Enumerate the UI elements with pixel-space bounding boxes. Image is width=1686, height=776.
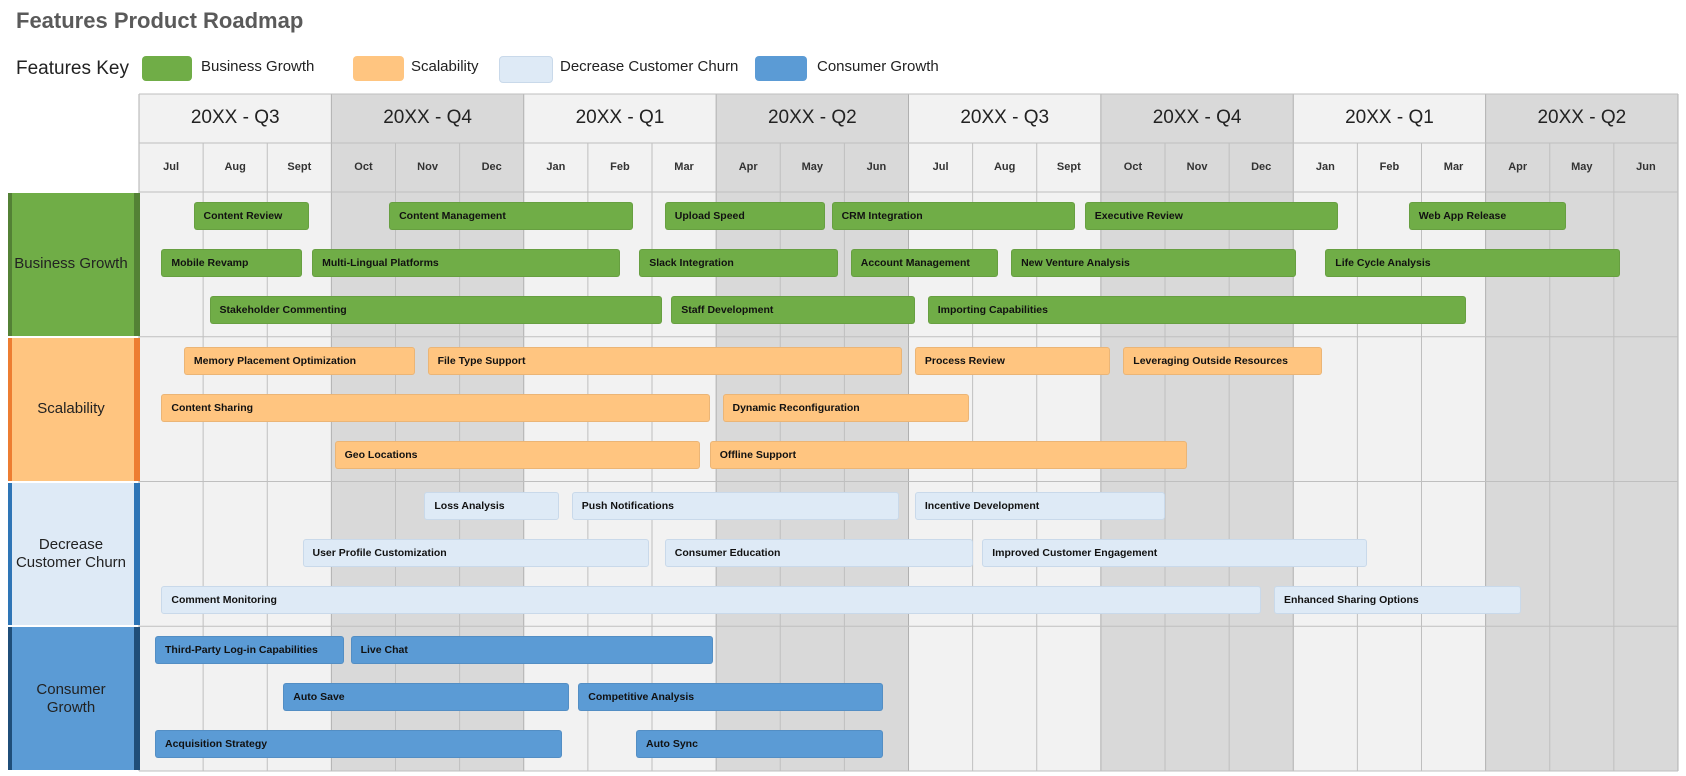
quarter-column xyxy=(1485,94,1678,771)
feature-bar: Enhanced Sharing Options xyxy=(1274,585,1521,614)
feature-bar: Multi-Lingual Platforms xyxy=(312,249,620,277)
month-header: Sept xyxy=(287,161,312,173)
month-header: Jan xyxy=(546,161,566,173)
feature-bar: User Profile Customization xyxy=(302,538,649,567)
category-label: Business Growth xyxy=(8,193,138,336)
feature-bar: File Type Support xyxy=(427,346,903,375)
quarter-column xyxy=(1293,94,1486,771)
category-label: Decrease Customer Churn xyxy=(8,482,138,626)
month-header: Dec xyxy=(1251,161,1272,173)
month-header: Jan xyxy=(1315,161,1335,173)
category-accent-bar xyxy=(134,627,140,770)
category-label: Consumer Growth xyxy=(8,627,138,770)
feature-bar: Improved Customer Engagement xyxy=(982,538,1367,567)
quarter-header: 20XX - Q3 xyxy=(960,107,1050,128)
page-title: Features Product Roadmap xyxy=(16,8,304,33)
feature-bar: Executive Review xyxy=(1084,202,1339,230)
feature-bar: Competitive Analysis xyxy=(578,683,883,712)
feature-bar: New Venture Analysis xyxy=(1011,249,1297,277)
feature-bar: Incentive Development xyxy=(914,491,1165,520)
feature-bar: Content Review xyxy=(193,202,309,230)
month-header: Mar xyxy=(1443,161,1464,173)
category-accent-bar xyxy=(134,193,140,336)
feature-bar: Importing Capabilities xyxy=(927,296,1467,324)
quarter-column xyxy=(523,94,717,771)
category-accent-bar xyxy=(134,482,140,626)
feature-bar: Geo Locations xyxy=(334,440,701,469)
quarter-column xyxy=(331,94,524,771)
month-header: May xyxy=(801,161,824,173)
feature-bar: Content Management xyxy=(389,202,633,230)
quarter-column xyxy=(1100,94,1294,771)
quarter-header: 20XX - Q2 xyxy=(767,107,857,128)
feature-bar: Upload Speed xyxy=(664,202,826,230)
feature-bar: Live Chat xyxy=(350,636,713,665)
features-key-label: Features Key xyxy=(16,58,129,79)
month-header: May xyxy=(1571,161,1593,173)
key-swatch-business-growth xyxy=(142,56,192,81)
quarter-header: 20XX - Q3 xyxy=(190,107,280,128)
feature-bar: Slack Integration xyxy=(639,249,838,277)
feature-bar: Comment Monitoring xyxy=(161,585,1262,614)
feature-bar: Push Notifications xyxy=(571,491,899,520)
key-label-consumer-growth: Consumer Growth xyxy=(817,58,939,75)
month-header: Nov xyxy=(417,161,438,173)
feature-bar: Leveraging Outside Resources xyxy=(1123,346,1323,375)
month-header: Oct xyxy=(354,161,373,173)
feature-bar: Auto Sync xyxy=(636,730,883,759)
quarter-column xyxy=(716,94,909,771)
month-header: Jul xyxy=(932,161,949,173)
month-header: Apr xyxy=(738,161,758,173)
month-header: Nov xyxy=(1186,161,1208,173)
quarter-header: 20XX - Q4 xyxy=(383,107,472,128)
month-header: Mar xyxy=(674,161,694,173)
feature-bar: Loss Analysis xyxy=(424,491,560,520)
feature-bar: Acquisition Strategy xyxy=(155,730,563,759)
key-swatch-consumer-growth xyxy=(755,56,807,81)
feature-bar: Memory Placement Optimization xyxy=(183,346,415,375)
month-header: Jun xyxy=(1636,161,1656,173)
key-label-scalability: Scalability xyxy=(411,58,479,75)
feature-bar: Mobile Revamp xyxy=(161,249,303,277)
month-header: Feb xyxy=(610,161,630,173)
feature-bar: Account Management xyxy=(850,249,999,277)
quarter-column xyxy=(908,94,1101,771)
feature-bar: Auto Save xyxy=(283,683,569,712)
feature-bar: Consumer Education xyxy=(664,538,973,567)
month-header: Aug xyxy=(993,161,1016,173)
key-swatch-decrease-churn xyxy=(499,56,553,83)
quarter-header: 20XX - Q1 xyxy=(575,107,665,128)
month-header: Dec xyxy=(481,161,502,173)
feature-bar: Dynamic Reconfiguration xyxy=(722,393,970,422)
feature-bar: Offline Support xyxy=(709,440,1188,469)
quarter-header: 20XX - Q1 xyxy=(1345,107,1434,128)
quarter-column xyxy=(139,94,332,771)
feature-bar: Process Review xyxy=(914,346,1111,375)
feature-bar: Web App Release xyxy=(1408,202,1566,230)
month-header: Sept xyxy=(1056,161,1081,173)
quarter-header: 20XX - Q2 xyxy=(1537,107,1627,128)
category-label: Scalability xyxy=(8,337,138,481)
key-label-business-growth: Business Growth xyxy=(201,58,315,75)
feature-bar: Life Cycle Analysis xyxy=(1325,249,1621,277)
key-swatch-scalability xyxy=(353,56,404,81)
key-label-decrease-churn: Decrease Customer Churn xyxy=(560,58,739,75)
feature-bar: Stakeholder Commenting xyxy=(209,296,662,324)
category-accent-bar xyxy=(134,337,140,481)
month-header: Oct xyxy=(1123,161,1143,173)
feature-bar: Staff Development xyxy=(671,296,915,324)
feature-bar: Third-Party Log-in Capabilities xyxy=(155,636,345,665)
month-header: Aug xyxy=(224,161,246,173)
month-header: Apr xyxy=(1508,161,1528,173)
month-header: Feb xyxy=(1379,161,1400,173)
quarter-header: 20XX - Q4 xyxy=(1152,107,1242,128)
month-header: Jun xyxy=(866,161,887,173)
month-header: Jul xyxy=(163,161,180,173)
feature-bar: Content Sharing xyxy=(161,393,710,422)
feature-bar: CRM Integration xyxy=(831,202,1076,230)
